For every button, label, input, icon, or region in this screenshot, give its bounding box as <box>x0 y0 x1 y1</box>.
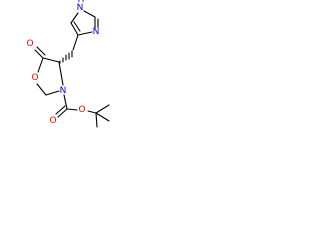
bond-c5ox-carbonyl <box>34 49 44 59</box>
atom-label-nh-h: H <box>78 0 85 5</box>
bond-c4-c5-double <box>73 21 81 32</box>
bond-bocc-carbonyl <box>57 108 68 118</box>
bond-c5-n1 <box>70 12 79 24</box>
chemical-structure: N H N O O N O O <box>26 0 110 128</box>
bonds <box>34 10 110 128</box>
atom-label-nh-n: N <box>77 3 84 13</box>
bond-tbu-me2 <box>95 112 110 122</box>
stereo-hash-bond <box>59 50 73 64</box>
bond-bocc-o <box>66 108 78 111</box>
bond-c5ox-o1 <box>37 57 44 73</box>
bond-o1-c2ox <box>36 83 47 96</box>
bond-n3-c4 <box>77 31 93 36</box>
atom-label-imidazole-n: N <box>93 27 100 37</box>
bond-c4ox-c5ox <box>42 57 60 63</box>
atom-label-ring-o: O <box>31 73 38 83</box>
atom-label-carbamate-o: O <box>78 105 85 115</box>
bond-c5ox-carbonyl-double <box>36 46 46 56</box>
bond-tbu-me3 <box>95 112 98 128</box>
bond-tbu-me1 <box>95 104 110 114</box>
atom-labels: N H N O O N O O <box>26 0 99 126</box>
atom-label-carbamate-carbonyl-o: O <box>49 116 56 126</box>
atom-label-ring-n: N <box>60 86 67 96</box>
bond-o-tbu <box>87 110 97 114</box>
bond-c4-c5 <box>70 22 79 36</box>
atom-label-carbonyl-o: O <box>26 39 33 49</box>
bond-n3-bocc <box>63 94 68 110</box>
bond-c2ox-n3 <box>45 90 60 96</box>
bond-c4-ch2 <box>72 34 79 51</box>
bond-bocc-carbonyl-double <box>55 105 66 115</box>
bond-n3-c4ox <box>58 61 64 86</box>
bond-n1-c2 <box>83 10 96 18</box>
